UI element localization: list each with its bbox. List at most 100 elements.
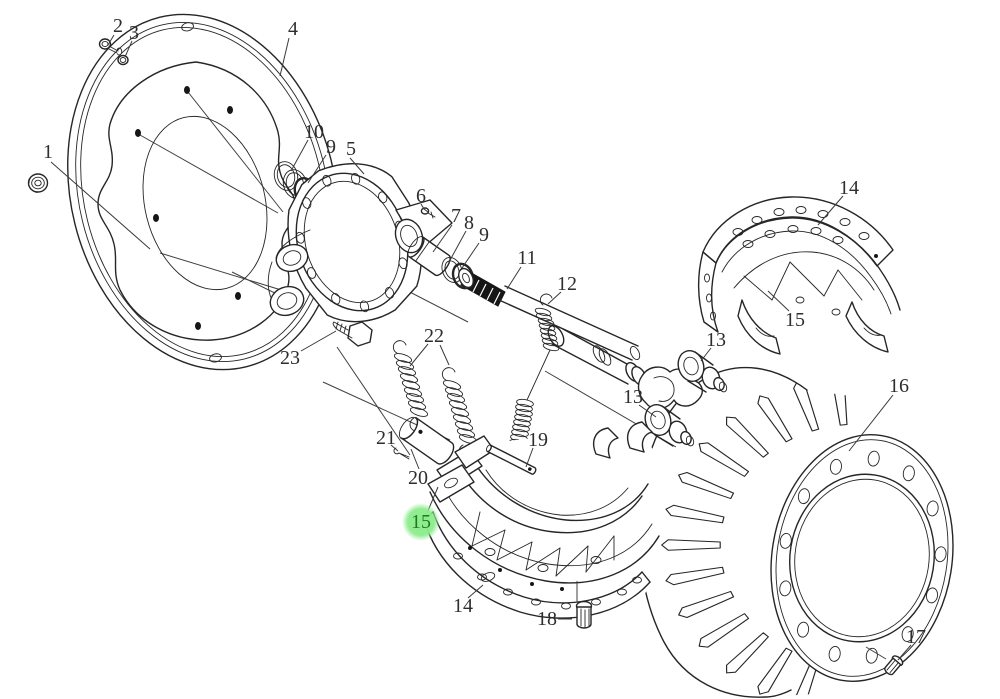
brake-shoe-lower xyxy=(423,421,660,630)
part-number-9b: 9 xyxy=(326,136,336,158)
leader-line-4 xyxy=(279,37,290,77)
leader-line-3 xyxy=(124,40,133,58)
leader-line-5 xyxy=(349,157,365,175)
callout-8[interactable]: 8 xyxy=(448,212,474,263)
part-number-4: 4 xyxy=(288,18,298,40)
callout-18[interactable]: 18 xyxy=(537,608,572,630)
part-number-13b: 13 xyxy=(623,386,643,408)
dust-cover-plate xyxy=(67,13,339,371)
leader-line-9 xyxy=(461,242,480,269)
callout-6[interactable]: 6 xyxy=(416,185,429,213)
leader-line-22 xyxy=(409,343,429,367)
leader-line-6 xyxy=(420,203,429,213)
leader-line-13b xyxy=(638,404,657,418)
part-number-19: 19 xyxy=(528,429,548,451)
leader-line-14 xyxy=(817,195,844,226)
callout-11[interactable]: 11 xyxy=(506,247,537,290)
leader-line-19 xyxy=(525,447,534,468)
callout-9[interactable]: 9 xyxy=(461,224,489,269)
callout-21[interactable]: 21 xyxy=(376,427,399,452)
anchor-pin xyxy=(398,416,455,465)
part-number-10: 10 xyxy=(304,121,324,143)
leader-line-12 xyxy=(547,291,562,305)
leader-line-9b xyxy=(307,154,327,184)
callout-14[interactable]: 14 xyxy=(817,177,859,226)
callout-2[interactable]: 2 xyxy=(107,15,123,46)
part-number-9: 9 xyxy=(479,224,489,246)
callout-16[interactable]: 16 xyxy=(848,375,909,452)
callout-15[interactable]: 15 xyxy=(767,290,805,331)
callout-13[interactable]: 13 xyxy=(700,329,726,362)
leader-line-1 xyxy=(50,161,151,250)
part-number-11: 11 xyxy=(517,247,536,269)
part-number-15: 15 xyxy=(785,309,805,331)
adjuster-rod xyxy=(485,444,537,475)
leader-line-13 xyxy=(700,347,712,362)
screw-lower xyxy=(575,581,593,629)
part-number-21: 21 xyxy=(376,427,396,449)
callout-7[interactable]: 7 xyxy=(432,205,461,253)
part-number-5: 5 xyxy=(346,138,356,160)
dust-cover-inner xyxy=(97,61,297,341)
callout-14b[interactable]: 14 xyxy=(453,584,484,617)
nut xyxy=(27,173,49,193)
callout-23[interactable]: 23 xyxy=(280,330,337,369)
part-number-12: 12 xyxy=(557,273,577,295)
callout-5[interactable]: 5 xyxy=(346,138,365,175)
leader-line-20 xyxy=(410,448,420,470)
part-number-22: 22 xyxy=(424,325,444,347)
callout-15b[interactable]: 15 xyxy=(402,486,440,541)
part-number-2: 2 xyxy=(113,15,123,37)
brake-shoe-upper xyxy=(697,196,913,356)
callout-13b[interactable]: 13 xyxy=(623,386,657,418)
leader-line-17 xyxy=(897,644,912,661)
leader-line-22 xyxy=(439,344,450,366)
brake-drum xyxy=(637,366,954,698)
part-number-17: 17 xyxy=(906,626,926,648)
part-number-20: 20 xyxy=(408,467,428,489)
part-number-1: 1 xyxy=(43,141,53,163)
leader-line-8 xyxy=(448,230,467,263)
part-number-18: 18 xyxy=(537,608,557,630)
part-number-6: 6 xyxy=(416,185,426,207)
callout-19[interactable]: 19 xyxy=(525,429,548,468)
cam-roller-upper xyxy=(677,350,728,393)
mounting-bolt xyxy=(332,321,373,347)
leader-line-10 xyxy=(290,139,309,172)
drum-front-face xyxy=(770,434,954,682)
callout-3[interactable]: 3 xyxy=(124,22,139,58)
leader-line-14b xyxy=(467,584,484,599)
cam-roller-lower xyxy=(644,404,695,447)
leader-line-23 xyxy=(300,330,337,352)
callout-4[interactable]: 4 xyxy=(279,18,298,77)
part-number-14: 14 xyxy=(839,177,859,199)
part-number-8: 8 xyxy=(464,212,474,234)
bolt-small xyxy=(98,38,123,56)
leader-line-21 xyxy=(390,444,399,452)
callout-17[interactable]: 17 xyxy=(897,626,926,661)
leader-line-7 xyxy=(432,224,453,253)
callout-12[interactable]: 12 xyxy=(547,273,577,305)
screw-bottom-right xyxy=(865,646,904,676)
callout-20[interactable]: 20 xyxy=(408,448,428,489)
callout-9b[interactable]: 9 xyxy=(307,136,336,184)
highlight-circle xyxy=(402,503,440,541)
camshaft xyxy=(458,267,703,410)
leader-line-2 xyxy=(107,34,115,46)
callout-22[interactable]: 22 xyxy=(409,325,450,367)
nut-small xyxy=(117,54,129,66)
part-number-23: 23 xyxy=(280,347,300,369)
part-number-14b: 14 xyxy=(453,595,473,617)
callout-1[interactable]: 1 xyxy=(43,141,151,250)
callout-10[interactable]: 10 xyxy=(290,121,324,172)
part-number-13: 13 xyxy=(706,329,726,351)
part-number-3: 3 xyxy=(129,22,139,44)
spider-bracket xyxy=(267,163,453,323)
bolt-tiny xyxy=(420,207,436,219)
leader-line-15 xyxy=(767,290,790,312)
shoe-springs xyxy=(392,340,478,459)
part-number-7: 7 xyxy=(451,205,461,227)
